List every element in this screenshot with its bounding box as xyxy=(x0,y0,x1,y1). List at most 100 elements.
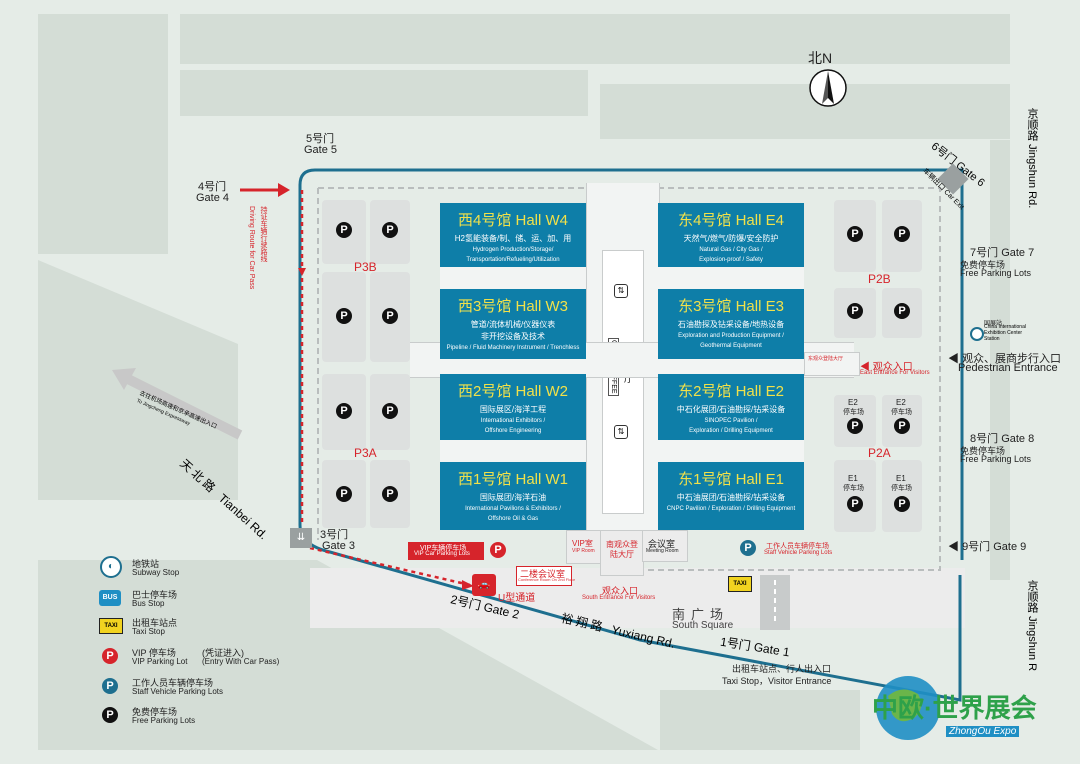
green-block xyxy=(990,140,1010,580)
meeting-room-en: Meeting Room xyxy=(646,548,679,554)
hall-e3[interactable]: 东3号馆 Hall E3 石油勘探及钻采设备/地热设备 Exploration … xyxy=(658,289,804,359)
south-entrance-cn: 观众入口 xyxy=(602,586,639,596)
free-parking-icon: P xyxy=(847,496,863,512)
jingshun-road-top: 京顺路 Jingshun Rd. xyxy=(1026,108,1038,209)
hall-e2-desc-en2: Exploration / Drilling Equipment xyxy=(689,428,773,434)
hall-gap xyxy=(658,267,804,289)
staff-parking-en: Staff Vehicle Parking Lots xyxy=(764,550,833,556)
second-floor-cn: 二楼会议室 xyxy=(520,569,566,579)
hall-e1[interactable]: 东1号馆 Hall E1 中石油展团/石油勘探/钻采设备 CNPC Pavili… xyxy=(658,462,804,530)
south-hall xyxy=(600,530,644,576)
gate-5-en: Gate 5 xyxy=(304,144,338,156)
hall-gap xyxy=(658,440,804,462)
free-parking-icon: P xyxy=(382,486,398,502)
hall-w3[interactable]: 西3号馆 Hall W3 管道/流体机械/仪器仪表 非开挖设备及技术 Pipel… xyxy=(440,289,586,359)
legend-vip-cn: VIP 停车场 xyxy=(132,648,176,658)
hall-w3-desc-cn: 管道/流体机械/仪器仪表 xyxy=(470,320,556,329)
gate-9-label: ◀ 9号门 Gate 9 xyxy=(948,541,1027,553)
staff-parking-cn: 工作人员车辆停车场 xyxy=(766,543,829,550)
e1-lot-sub: 停车场 xyxy=(843,485,864,492)
car-icon: 🚗 xyxy=(472,574,496,596)
hall-w1[interactable]: 西1号馆 Hall W1 国际展团/海洋石油 International Pav… xyxy=(440,462,586,530)
hall-w2-title: 西2号馆 Hall W2 xyxy=(457,383,569,400)
vip-parking-icon: P xyxy=(102,648,118,664)
hall-e1-title: 东1号馆 Hall E1 xyxy=(678,471,784,488)
gate-7-label: 7号门 Gate 7 xyxy=(970,247,1035,259)
hall-e4-desc-en1: Natural Gas / City Gas / xyxy=(699,247,763,253)
green-block xyxy=(600,84,1010,139)
legend-taxi-cn: 出租车站点 xyxy=(132,618,178,628)
green-block xyxy=(38,14,168,254)
vip-room-en: VIP Room xyxy=(572,548,595,554)
taxi-icon: TAXI xyxy=(728,576,752,592)
p2a-label: P2A xyxy=(868,446,891,460)
taxi-icon: TAXI xyxy=(99,618,123,634)
gate-8-parking-en: Free Parking Lots xyxy=(960,454,1032,464)
legend-staff-cn: 工作人员车辆停车场 xyxy=(132,678,214,688)
legend-free-en: Free Parking Lots xyxy=(132,716,196,725)
taxi-stop-cn: 出租车站点、行人出入口 xyxy=(732,664,832,674)
staff-parking-icon: P xyxy=(740,540,756,556)
free-parking-icon: P xyxy=(894,303,910,319)
hall-w4-desc-en1: Hydrogen Production/Storage/ xyxy=(472,247,554,253)
legend-taxi-en: Taxi Stop xyxy=(132,627,165,636)
legend-bus-cn: 巴士停车场 xyxy=(132,590,178,600)
e2-lot-sub: 停车场 xyxy=(891,409,912,416)
east-hall-label: 东观众登陆大厅 xyxy=(808,356,844,362)
second-floor-en: Conference Room On 2nd Floor xyxy=(518,577,575,582)
vip-parking-icon: P xyxy=(490,542,506,558)
hall-e3-desc-en1: Exploration and Production Equipment / xyxy=(678,333,784,339)
south-entrance-en: South Entrance For Visitors xyxy=(582,595,656,601)
free-parking-icon: P xyxy=(847,303,863,319)
hall-e3-title: 东3号馆 Hall E3 xyxy=(678,298,784,315)
free-parking-icon: P xyxy=(336,222,352,238)
gate-8-parking-cn: 免费停车场 xyxy=(960,446,1006,456)
staff-parking-icon: P xyxy=(102,678,118,694)
logo-text-cn: 中欧·世界展会 xyxy=(872,693,1037,723)
vip-room-cn: VIP室 xyxy=(572,539,593,548)
hall-w2-desc-en1: International Exhibitors / xyxy=(480,418,546,424)
station-en: China International Exhibition Center St… xyxy=(984,324,1026,342)
globe-logo-icon xyxy=(876,676,940,740)
e2-lot-label: E2 xyxy=(848,398,858,407)
legend-vip-note-cn: (凭证进入) xyxy=(202,648,244,658)
e2-lot-sub: 停车场 xyxy=(843,409,864,416)
e1-lot-label: E1 xyxy=(896,474,906,483)
green-block xyxy=(180,14,1010,64)
e1-lot-label: E1 xyxy=(848,474,858,483)
hall-e3-desc-cn: 石油勘探及钻采设备/地热设备 xyxy=(677,320,785,329)
gate-3-en: Gate 3 xyxy=(322,540,356,552)
taxi-stop-en: Taxi Stop，Visitor Entrance xyxy=(722,676,832,686)
legend-free-cn: 免费停车场 xyxy=(132,707,178,717)
gate-4-cn: 4号门 xyxy=(198,181,227,193)
legend-subway-cn: 地铁站 xyxy=(132,559,160,569)
meeting-room-cn: 会议室 xyxy=(648,539,676,549)
elevator-icon: ⇅ xyxy=(614,425,628,439)
free-parking-icon: P xyxy=(382,308,398,324)
hall-e4[interactable]: 东4号馆 Hall E4 天然气/燃气/防爆/安全防护 Natural Gas … xyxy=(658,203,804,267)
hall-w4-desc-cn: H2氢能装备/制、储、运、加、用 xyxy=(454,234,572,243)
hall-w4[interactable]: 西4号馆 Hall W4 H2氢能装备/制、储、运、加、用 Hydrogen P… xyxy=(440,203,586,267)
free-parking-icon: P xyxy=(894,226,910,242)
vip-parking-banner xyxy=(408,542,484,560)
car-pass-route-cn: 持证车辆行驶路线 xyxy=(260,206,267,262)
compass-icon xyxy=(809,69,847,107)
east-entrance-cn: ◀ 观众入口 xyxy=(860,362,913,373)
hall-e2[interactable]: 东2号馆 Hall E2 中石化展团/石油勘探/钻采设备 SINOPEC Pav… xyxy=(658,374,804,440)
vip-parking-en: VIP Car Parking Lots xyxy=(414,551,470,557)
pedestrian-entrance-cn: ◀ 观众、展商步行入口 xyxy=(948,353,1062,365)
east-entrance-en: East Entrance For Visitors xyxy=(860,370,930,376)
hall-e2-desc-en1: SINOPEC Pavilion / xyxy=(704,418,758,424)
free-parking-icon: P xyxy=(382,222,398,238)
gate-3-cn: 3号门 xyxy=(320,529,349,541)
hall-w2[interactable]: 西2号馆 Hall W2 国际展区/海洋工程 International Exh… xyxy=(440,374,586,440)
east-entrance-hall xyxy=(804,352,860,376)
hall-w1-desc-en1: International Pavilions & Exhibitors / xyxy=(465,506,561,512)
hall-w1-title: 西1号馆 Hall W1 xyxy=(457,471,569,488)
hall-gap xyxy=(440,267,586,289)
hall-w3-desc-en1: Pipeline / Fluid Machinery Instrument / … xyxy=(446,345,580,351)
legend-staff-en: Staff Vehicle Parking Lots xyxy=(132,687,224,696)
hall-e4-title: 东4号馆 Hall E4 xyxy=(678,212,784,229)
free-parking-icon: P xyxy=(847,226,863,242)
